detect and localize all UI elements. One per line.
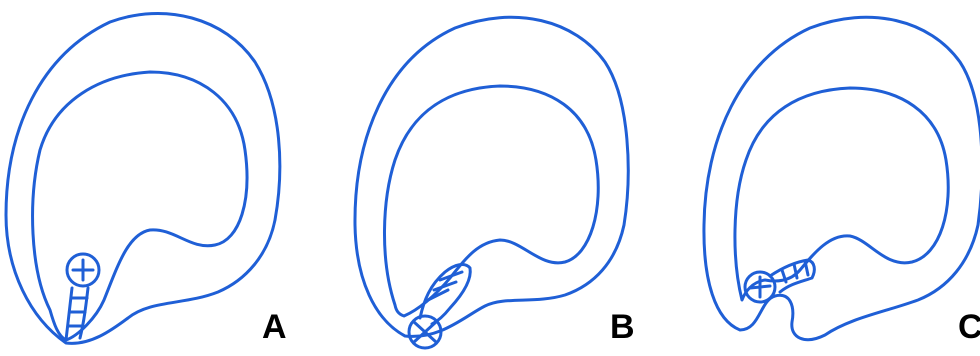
plumule-cross	[73, 260, 93, 280]
seed-outer-outline	[355, 17, 628, 336]
panel-a: A	[6, 13, 287, 346]
panel-b: B	[355, 17, 635, 348]
cotyledon-outline	[33, 72, 247, 340]
panel-label-b: B	[610, 308, 635, 346]
cotyledon-outline	[384, 86, 598, 316]
cotyledon-outline	[735, 88, 948, 300]
panel-label-a: A	[262, 308, 287, 346]
panel-c: C	[704, 17, 980, 346]
seed-outer-outline	[6, 13, 280, 343]
panel-label-c: C	[958, 308, 980, 346]
